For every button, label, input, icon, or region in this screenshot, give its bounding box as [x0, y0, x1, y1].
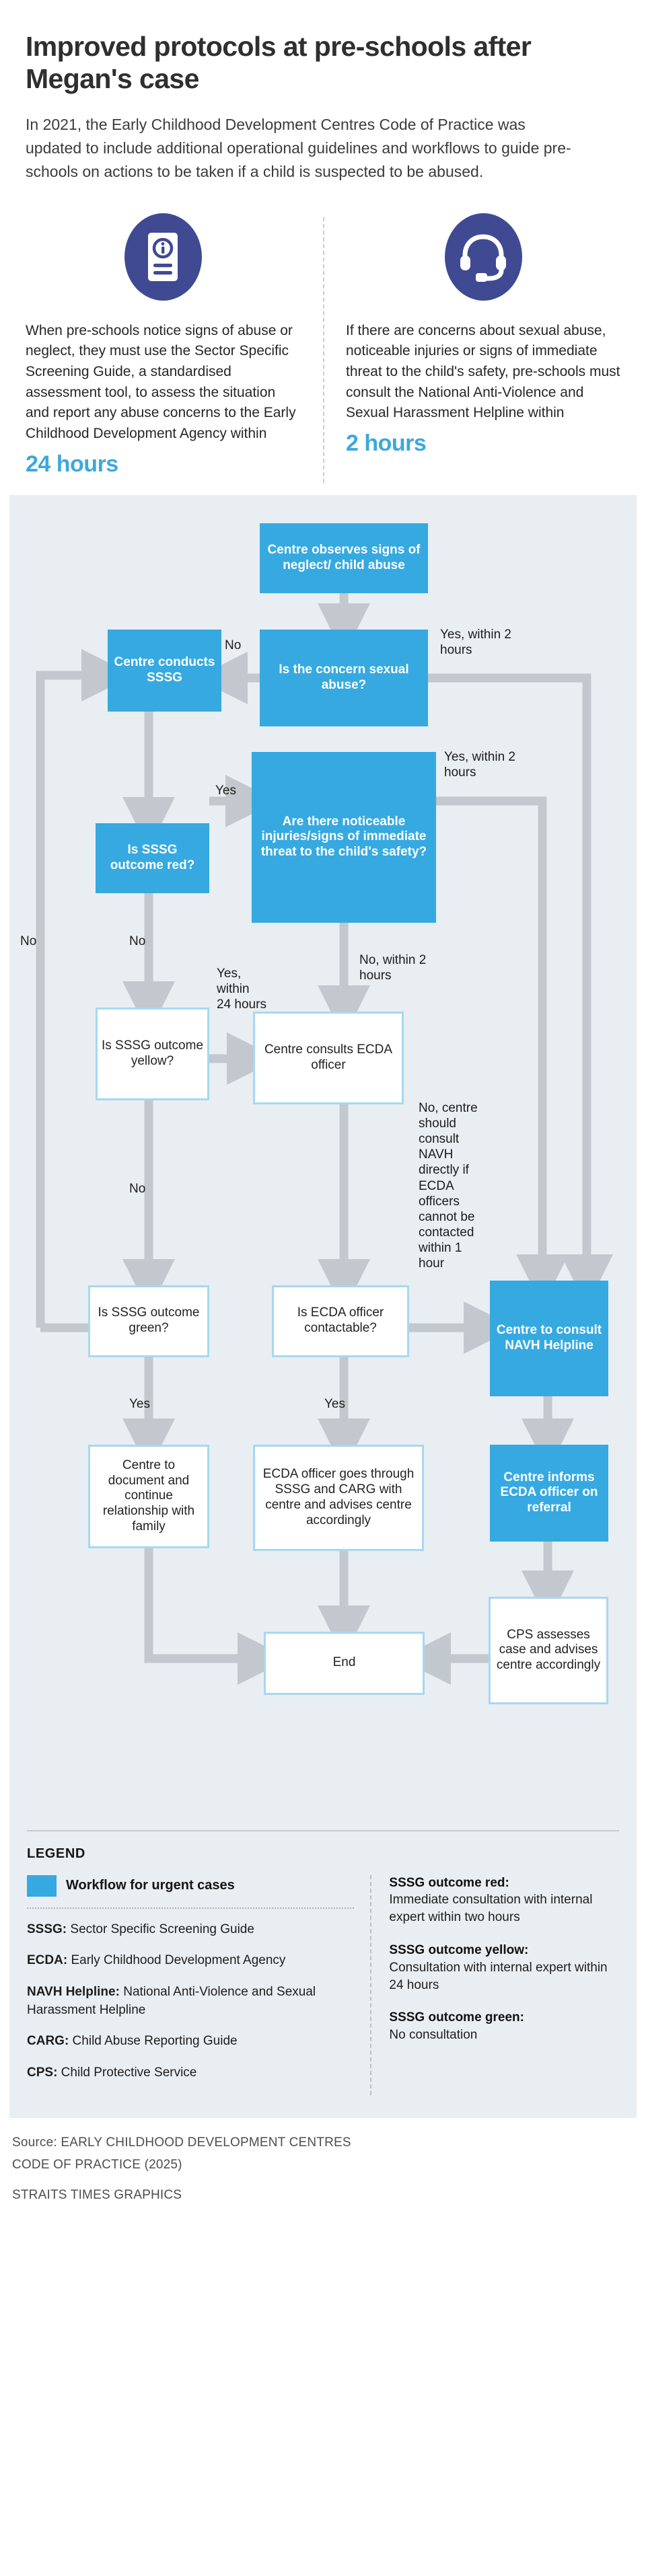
abbr-definition: Child Abuse Reporting Guide [69, 2034, 238, 2049]
urgent-workflow-swatch [27, 1874, 57, 1897]
footer: Source: EARLY CHILDHOOD DEVELOPMENT CENT… [0, 2118, 646, 2234]
node-is-sssg-outcome-yellow: Is SSSG outcome yellow? [96, 1007, 209, 1100]
edge-label-yes-2h-sexual: Yes, within 2 hours [440, 627, 511, 657]
edge-label-no-red: No [129, 934, 146, 948]
intro-column-2h: If there are concerns about sexual abuse… [323, 213, 620, 478]
legend-rule [27, 1829, 619, 1831]
node-centre-consults-ecda: Centre consults ECDA officer [253, 1011, 404, 1104]
icon-wrap [346, 213, 620, 301]
intro-divider [323, 217, 324, 483]
outcome-red: SSSG outcome red: Immediate consultation… [389, 1875, 619, 1926]
intro-body: If there are concerns about sexual abuse… [346, 322, 620, 421]
flowchart-connectors [36, 593, 613, 1685]
legend-dotted-divider [27, 1907, 355, 1909]
flowchart: Centre observes signs of neglect/ child … [9, 494, 637, 1830]
legend-item-navh: NAVH Helpline: National Anti-Violence an… [27, 1983, 354, 2019]
edge-label-no-2h-notice: No, within 2 hours [359, 952, 427, 983]
abbr-term: CARG: [27, 2034, 69, 2049]
abbr-definition: Sector Specific Screening Guide [67, 1922, 254, 1936]
intro-hours: 2 hours [346, 430, 427, 457]
source-line-2: CODE OF PRACTICE (2025) [12, 2158, 182, 2172]
legend-columns: Workflow for urgent cases SSSG: Sector S… [27, 1874, 619, 2096]
edge-label-no-yellow: No [129, 1181, 146, 1196]
page-title: Improved protocols at pre-schools after … [26, 31, 532, 94]
legend-item-carg: CARG: Child Abuse Reporting Guide [27, 2033, 354, 2051]
node-ecda-officer-goes-through: ECDA officer goes through SSSG and CARG … [253, 1444, 424, 1551]
outcome-heading: SSSG outcome green: [389, 2010, 524, 2025]
node-is-ecda-officer-contactable: Is ECDA officer contactable? [272, 1285, 409, 1357]
legend-title: LEGEND [27, 1846, 85, 1861]
legend: LEGEND Workflow for urgent cases SSSG: S… [9, 1829, 637, 2119]
infographic-page: Improved protocols at pre-schools after … [0, 0, 646, 2234]
source-line-1: Source: EARLY CHILDHOOD DEVELOPMENT CENT… [12, 2135, 351, 2150]
node-centre-to-consult-navh: Centre to consult NAVH Helpline [490, 1280, 608, 1396]
edge-label-yes-24h: Yes, within 24 hours [217, 966, 266, 1012]
edge-label-yes-2h-notice: Yes, within 2 hours [444, 749, 515, 780]
node-is-sssg-outcome-green: Is SSSG outcome green? [88, 1285, 209, 1357]
header: Improved protocols at pre-schools after … [0, 0, 646, 184]
abbr-term: CPS: [27, 2065, 58, 2080]
outcome-body: Consultation with internal expert within… [389, 1960, 608, 1992]
edge-label-yes-green: Yes [129, 1396, 150, 1411]
headset-icon [444, 213, 522, 301]
legend-item-ecda: ECDA: Early Childhood Development Agency [27, 1952, 354, 1970]
node-noticeable-injuries: Are there noticeable injuries/signs of i… [252, 751, 436, 923]
node-is-concern-sexual-abuse: Is the concern sexual abuse? [260, 629, 428, 726]
abbr-term: ECDA: [27, 1953, 68, 1968]
outcome-yellow: SSSG outcome yellow: Consultation with i… [389, 1942, 619, 1994]
edge-label-no-sexual: No [225, 638, 242, 652]
edge-label-no-centre-navh: No, centre should consult NAVH directly … [419, 1100, 478, 1271]
outcome-green: SSSG outcome green: No consultation [389, 2010, 619, 2044]
legend-swatch-label: Workflow for urgent cases [66, 1878, 235, 1893]
edge-label-yes-red: Yes [215, 783, 236, 798]
icon-wrap [26, 213, 300, 301]
legend-outcomes: SSSG outcome red: Immediate consultation… [370, 1874, 619, 2096]
node-end: End [264, 1631, 425, 1695]
intro-hours: 24 hours [26, 451, 118, 477]
node-centre-to-document: Centre to document and continue relation… [88, 1444, 209, 1548]
standfirst: In 2021, the Early Childhood Development… [26, 115, 571, 180]
outcome-body: Immediate consultation with internal exp… [389, 1893, 593, 1925]
node-centre-observes: Centre observes signs of neglect/ child … [260, 523, 428, 593]
outcome-body: No consultation [389, 2028, 478, 2043]
abbr-definition: Early Childhood Development Agency [67, 1953, 286, 1968]
node-centre-conducts-sssg: Centre conducts SSSG [108, 629, 221, 712]
legend-swatch-row: Workflow for urgent cases [27, 1874, 354, 1897]
document-info-icon [124, 213, 202, 301]
intro-columns: When pre-schools notice signs of abuse o… [0, 201, 646, 495]
node-is-sssg-outcome-red: Is SSSG outcome red? [96, 823, 209, 893]
credit-line: STRAITS TIMES GRAPHICS [12, 2187, 182, 2202]
node-cps-assesses: CPS assesses case and advises centre acc… [489, 1596, 608, 1704]
node-centre-informs-ecda: Centre informs ECDA officer on referral [490, 1444, 608, 1542]
abbr-term: NAVH Helpline: [27, 1984, 120, 1999]
intro-body: When pre-schools notice signs of abuse o… [26, 322, 296, 442]
legend-item-sssg: SSSG: Sector Specific Screening Guide [27, 1921, 354, 1939]
edge-label-yes-contactable: Yes [324, 1396, 345, 1411]
abbr-definition: National Anti-Violence and Sexual Harass… [27, 1984, 316, 2017]
legend-item-cps: CPS: Child Protective Service [27, 2064, 354, 2082]
outcome-heading: SSSG outcome red: [389, 1875, 509, 1890]
outcome-heading: SSSG outcome yellow: [389, 1943, 529, 1958]
legend-abbreviations: Workflow for urgent cases SSSG: Sector S… [27, 1874, 370, 2096]
edge-label-no-left: No [20, 934, 37, 948]
intro-column-24h: When pre-schools notice signs of abuse o… [26, 213, 323, 478]
abbr-term: SSSG: [27, 1922, 67, 1936]
abbr-definition: Child Protective Service [57, 2065, 197, 2080]
